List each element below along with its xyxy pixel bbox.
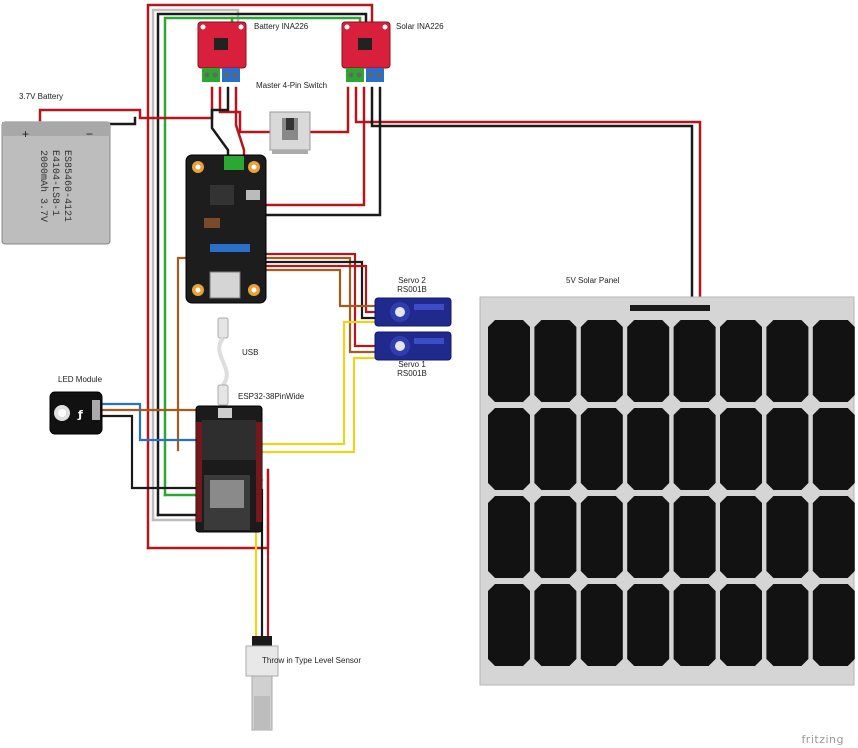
- solar-cell: [720, 408, 762, 490]
- solar-cell: [488, 408, 530, 490]
- solar-cell: [812, 320, 855, 402]
- solar-cells: [488, 320, 855, 666]
- esp32-label: ESP32-38PinWide: [238, 392, 305, 401]
- master-switch: [269, 111, 311, 154]
- solar-cell: [534, 320, 577, 402]
- servo2-model: RS001B: [397, 285, 427, 294]
- solar-cell: [720, 496, 762, 578]
- wire-black-outer: [156, 12, 368, 517]
- battery-plus-sign: +: [22, 127, 29, 141]
- wire-led-black: [98, 414, 200, 490]
- led-label: LED Module: [58, 375, 103, 384]
- wire-green-branch: [230, 16, 362, 24]
- wire-battery-red: [38, 86, 214, 122]
- esp32-board: [195, 405, 263, 533]
- servo-1: [374, 331, 452, 361]
- wire-solar-red-panel: [354, 86, 702, 307]
- solar-ina226: [341, 21, 391, 82]
- solar-cell: [720, 320, 762, 402]
- wire-servo2-yellow: [260, 320, 377, 446]
- solar-cell: [673, 496, 716, 578]
- level-sensor: [245, 636, 279, 731]
- solar-cell: [580, 496, 623, 578]
- svg-text:ƒ: ƒ: [77, 408, 83, 421]
- charger-board: [185, 154, 267, 304]
- fritzing-watermark: fritzing: [801, 733, 844, 746]
- wire-ina-black-charger: [210, 86, 230, 164]
- level-sensor-label: Throw in Type Level Sensor: [262, 656, 362, 665]
- solar-cell: [627, 496, 670, 578]
- servo2-name: Servo 2: [398, 276, 426, 285]
- wire-battery-black: [108, 116, 137, 126]
- usb-cable: [217, 317, 229, 406]
- solar-cell: [488, 496, 530, 578]
- battery-model-line-3: 2000mAh 3.7V: [37, 150, 48, 223]
- solar-ina-label: Solar INA226: [396, 22, 444, 31]
- wire-servo-brown: [176, 256, 377, 452]
- servo2-label: Servo 2 RS001B: [392, 276, 432, 294]
- servo-2: [374, 297, 452, 327]
- solar-cell: [580, 584, 623, 666]
- servo1-label: Servo 1 RS001B: [392, 360, 432, 378]
- solar-cell: [627, 584, 670, 666]
- wire-solar-red-charger: [262, 86, 366, 207]
- battery-model-line-1: ES85460-4121: [61, 150, 72, 223]
- battery-ina226: [197, 21, 247, 82]
- wire-servo1-yellow: [260, 356, 377, 454]
- battery-model-line-2: E4104-LS8-1: [49, 150, 60, 217]
- led-module: ƒ: [49, 391, 103, 435]
- solar-cell: [766, 408, 809, 490]
- solar-cell: [488, 584, 530, 666]
- solar-cell: [812, 584, 855, 666]
- solar-panel: [479, 296, 855, 686]
- solar-cell: [766, 496, 809, 578]
- wire-servo-red-2: [248, 264, 377, 314]
- wire-led-blue: [98, 402, 200, 442]
- solar-cell: [766, 320, 809, 402]
- solar-cell: [580, 320, 623, 402]
- wire-green-outer: [163, 16, 234, 497]
- solar-cell: [627, 320, 670, 402]
- battery-ina-label: Battery INA226: [254, 22, 309, 31]
- solar-cell: [534, 408, 577, 490]
- solar-cell: [812, 408, 855, 490]
- solar-cell: [720, 584, 762, 666]
- wire-ina-red-switch: [218, 86, 277, 134]
- solar-cell: [673, 320, 716, 402]
- solar-panel-label: 5V Solar Panel: [566, 276, 620, 285]
- solar-cell: [534, 496, 577, 578]
- battery-minus-sign: −: [86, 127, 93, 141]
- solar-cell: [627, 408, 670, 490]
- battery: + −: [1, 121, 111, 245]
- wire-white-inner: [151, 503, 200, 522]
- wire-servo-black: [248, 260, 377, 320]
- solar-cell: [534, 584, 577, 666]
- solar-cell: [673, 408, 716, 490]
- servo1-name: Servo 1: [398, 360, 426, 369]
- solar-cell: [580, 408, 623, 490]
- solar-cell: [812, 496, 855, 578]
- usb-label: USB: [242, 348, 259, 357]
- wire-servo-red: [248, 252, 377, 348]
- wire-switch-red-solar: [303, 86, 350, 134]
- wire-white-outer: [151, 8, 240, 522]
- wire-servo-brown-2: [248, 268, 377, 308]
- battery-label: 3.7V Battery: [19, 92, 64, 101]
- wire-solar-black-panel: [370, 86, 694, 307]
- switch-label: Master 4-Pin Switch: [256, 81, 328, 90]
- solar-cell: [766, 584, 809, 666]
- wire-solar-black-charger: [262, 86, 382, 217]
- solar-cell: [488, 320, 530, 402]
- servo1-model: RS001B: [397, 369, 427, 378]
- battery-model-text: ES85460-4121 E4104-LS8-1 2000mAh 3.7V: [36, 150, 72, 260]
- wire-red-outer: [146, 3, 374, 550]
- solar-cell: [673, 584, 716, 666]
